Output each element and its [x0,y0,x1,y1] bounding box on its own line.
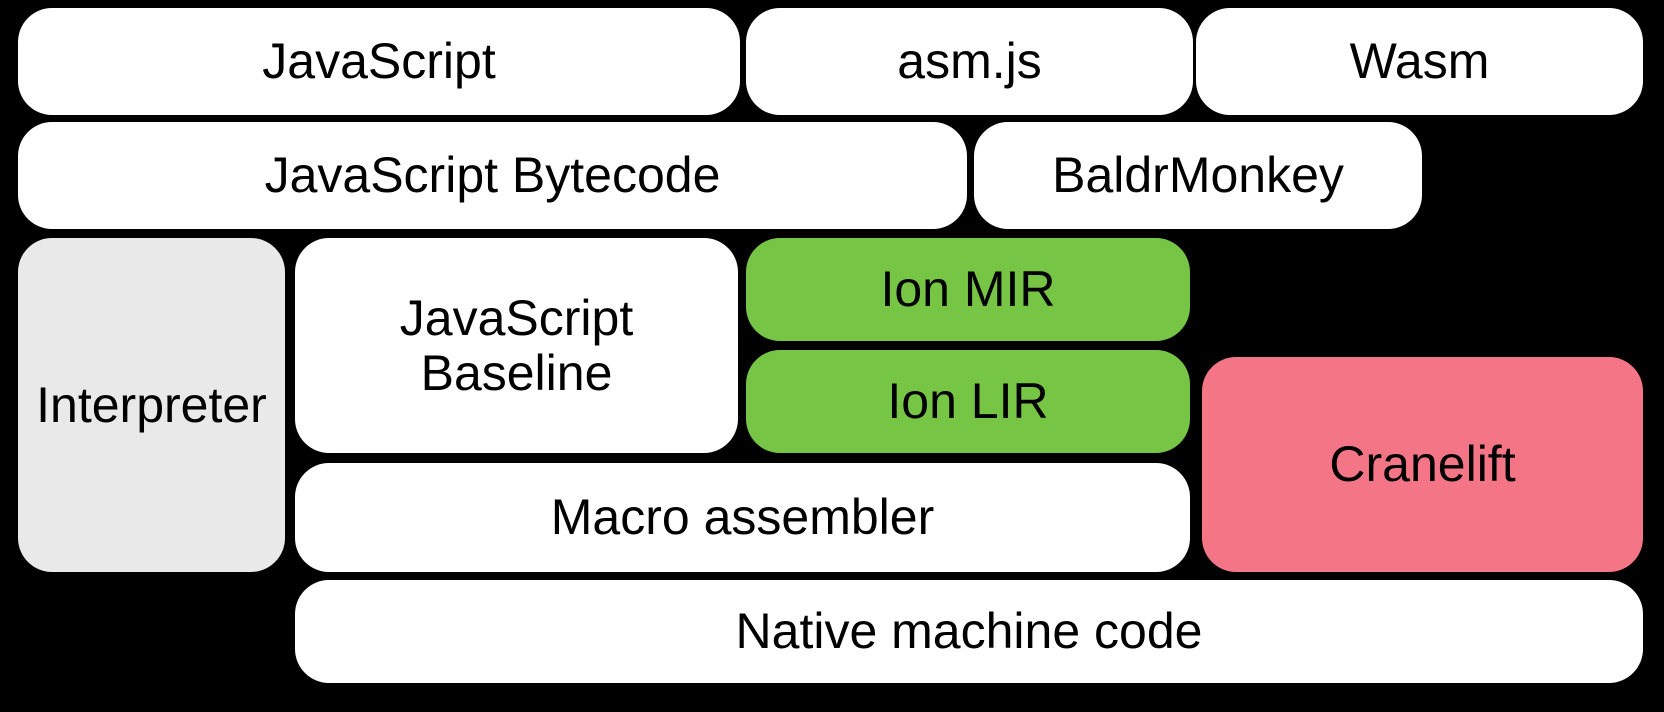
box-macro-assembler: Macro assembler [295,463,1190,572]
box-baldrmonkey: BaldrMonkey [974,122,1422,229]
box-label-interpreter: Interpreter [36,376,267,433]
box-native-machine-code: Native machine code [295,580,1643,683]
box-asm-js: asm.js [746,8,1193,115]
box-label-asm-js: asm.js [897,33,1042,89]
box-label-javascript: JavaScript [262,33,496,89]
box-javascript: JavaScript [18,8,740,115]
box-interpreter: Interpreter [18,238,285,572]
box-javascript-bytecode: JavaScript Bytecode [18,122,967,229]
box-label-wasm: Wasm [1349,33,1490,89]
box-wasm: Wasm [1196,8,1643,115]
box-label-macro-assembler: Macro assembler [550,489,935,545]
box-label-native-machine-code: Native machine code [735,603,1203,659]
box-ion-lir: Ion LIR [746,350,1190,453]
box-cranelift: Cranelift [1202,357,1643,572]
box-label-ion-lir: Ion LIR [887,373,1049,429]
box-label-ion-mir: Ion MIR [880,261,1056,317]
box-javascript-baseline: JavaScript Baseline [295,238,738,453]
box-label-javascript-baseline: JavaScript Baseline [399,289,634,401]
box-label-cranelift: Cranelift [1329,436,1516,492]
box-label-javascript-bytecode: JavaScript Bytecode [264,147,721,203]
box-ion-mir: Ion MIR [746,238,1190,341]
box-label-baldrmonkey: BaldrMonkey [1052,147,1344,203]
